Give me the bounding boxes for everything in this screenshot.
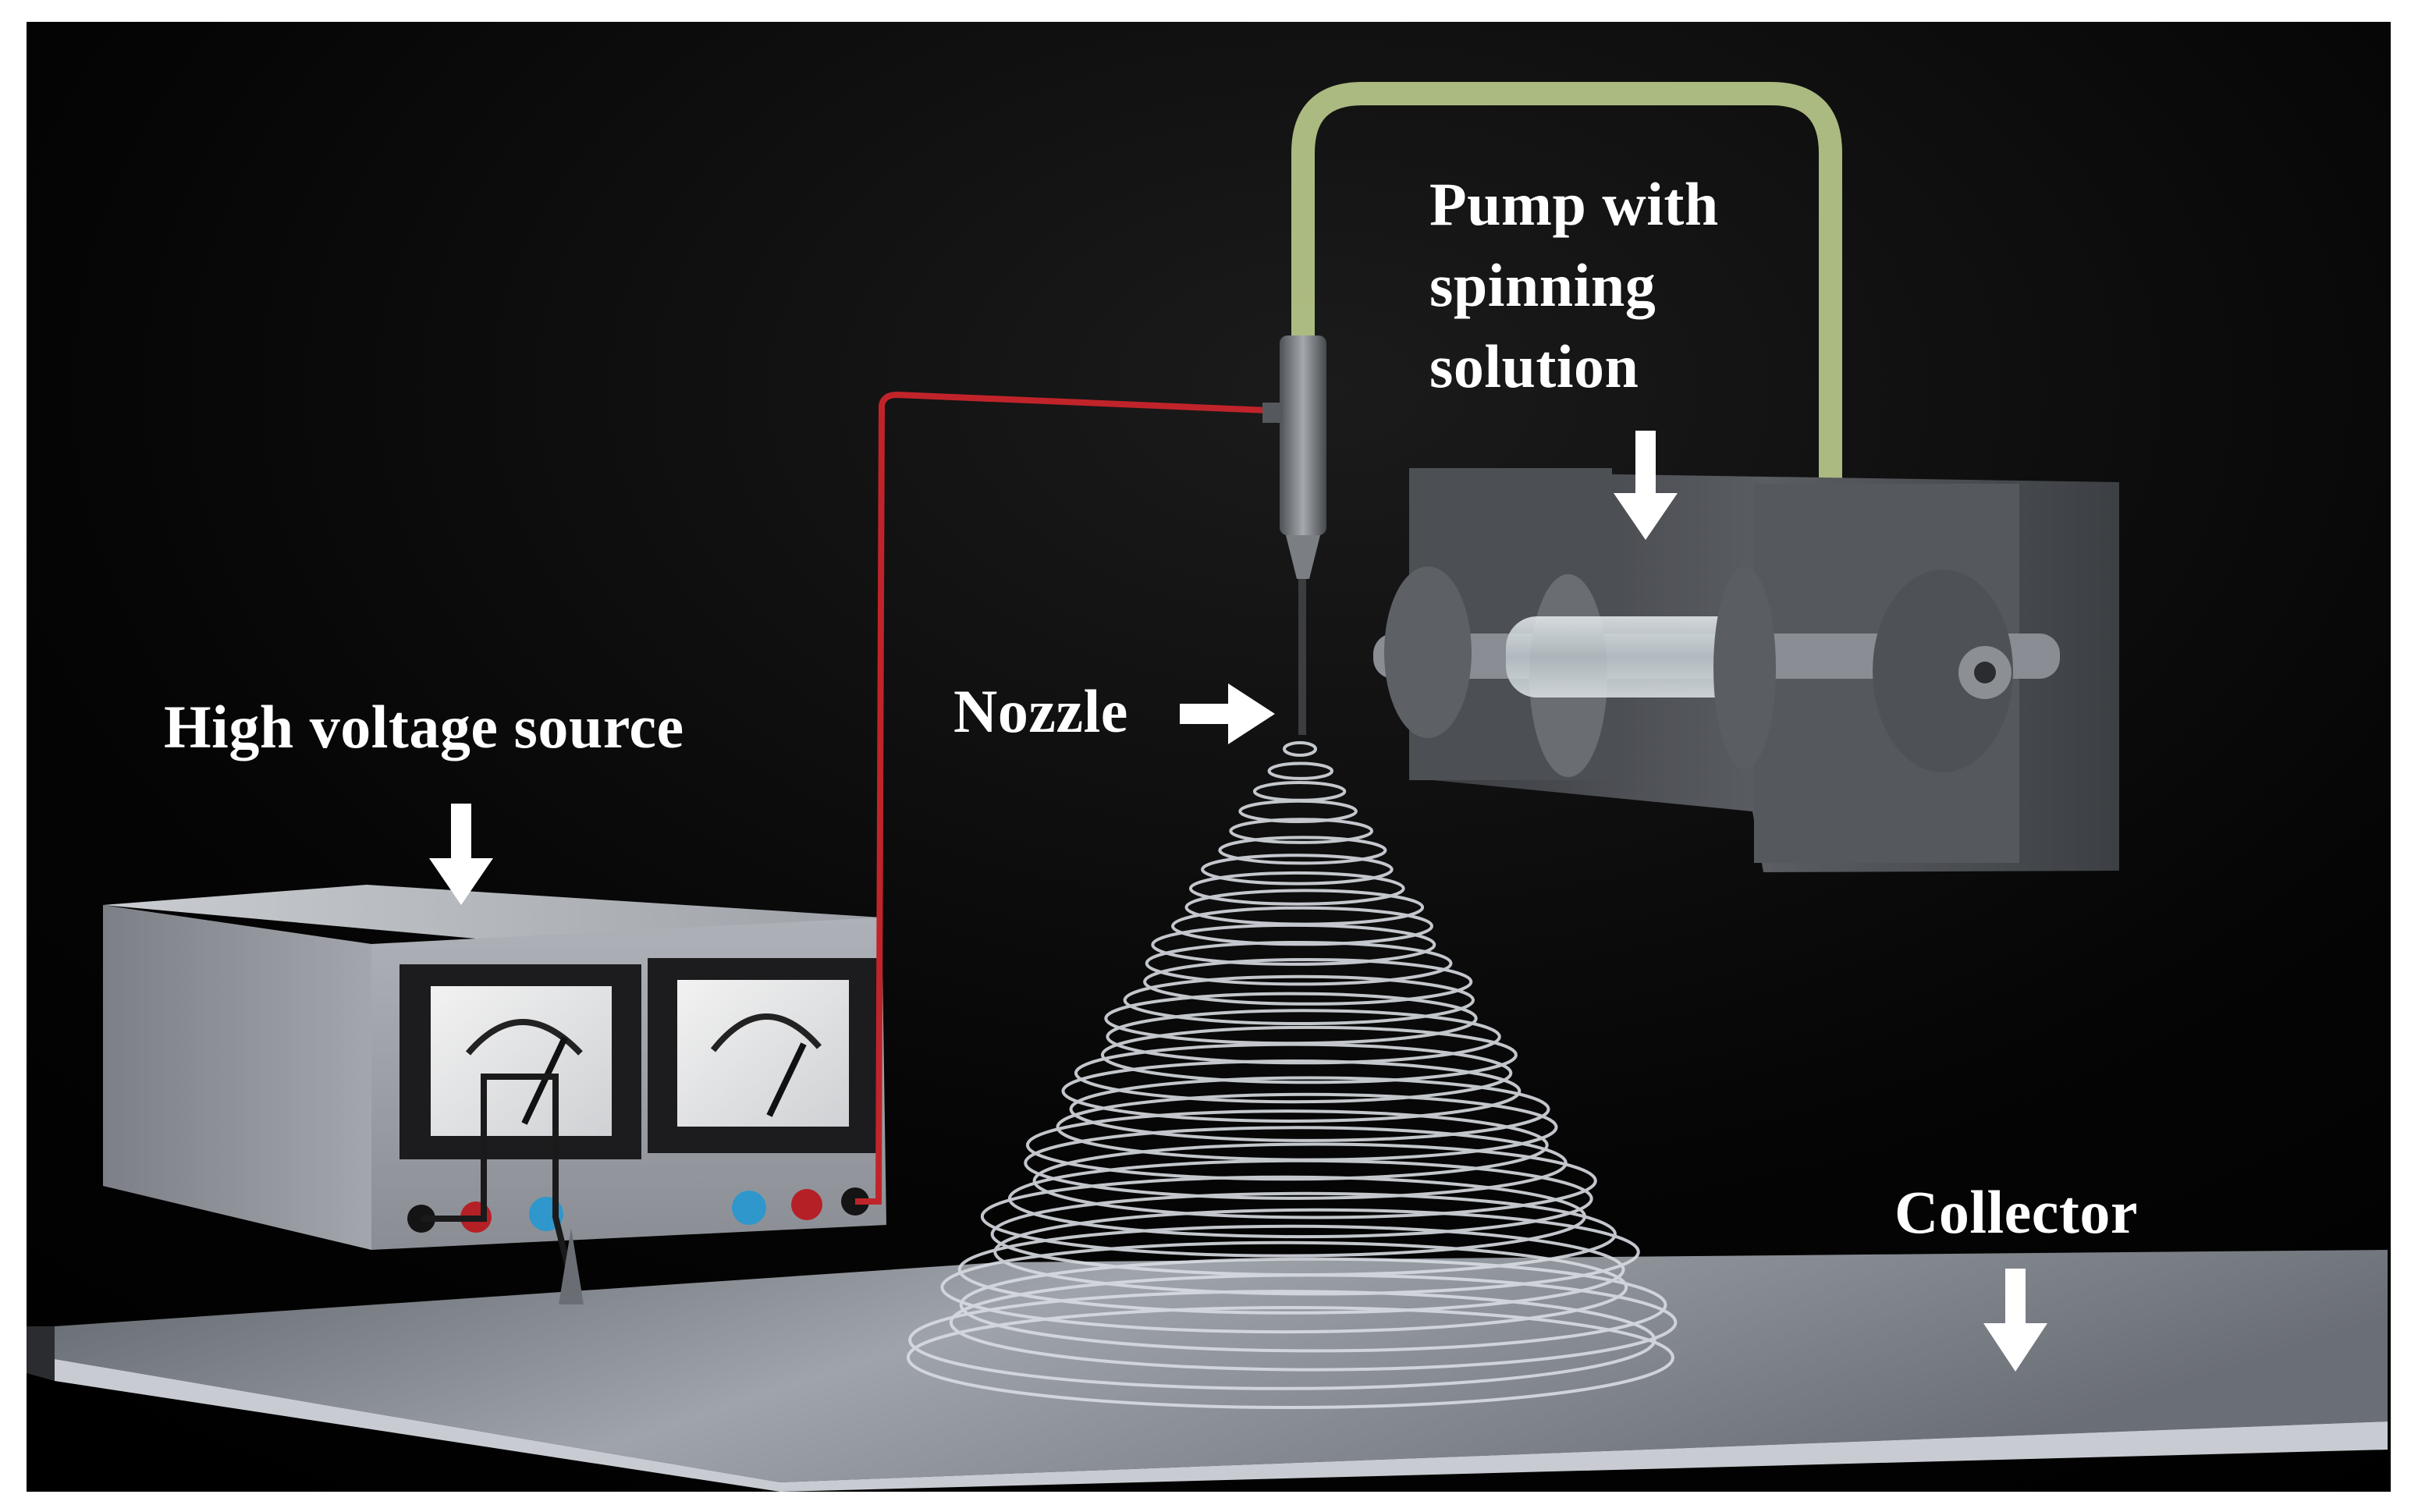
fiber-loop xyxy=(908,1290,1656,1390)
meter-dial-icon xyxy=(710,1013,822,1052)
arrow-down-icon xyxy=(1983,1269,2047,1372)
fiber-loop xyxy=(1100,1025,1518,1084)
pump-clamp xyxy=(1713,566,1776,769)
arrow-down-icon xyxy=(429,804,493,905)
fiber-loop xyxy=(1069,1076,1550,1142)
arrow-right-icon xyxy=(1180,683,1275,744)
meter-right-needle xyxy=(766,1042,807,1117)
fiber-loop xyxy=(1123,974,1475,1026)
label-high-voltage-source: High voltage source xyxy=(164,693,684,761)
fiber-loop xyxy=(1151,923,1436,966)
fiber-loop xyxy=(940,1240,1628,1334)
meter-left-needle xyxy=(521,1036,568,1125)
label-collector: Collector xyxy=(1894,1178,2139,1246)
fiber-loop xyxy=(1061,1059,1522,1123)
pump-knob-right xyxy=(1873,570,2013,772)
fiber-loop xyxy=(906,1306,1674,1409)
hv-box-side xyxy=(103,905,371,1250)
meter-left-face xyxy=(431,986,612,1136)
fiber-loop xyxy=(1201,854,1394,886)
fiber-loop xyxy=(1143,958,1473,1006)
label-pump-line1: Pump with xyxy=(1429,170,1719,238)
nozzle-assembly xyxy=(1262,335,1326,735)
hv-wire xyxy=(855,391,1269,1205)
ground-wire xyxy=(421,1074,574,1280)
fiber-loop xyxy=(1171,906,1433,946)
syringe-barrel xyxy=(1506,616,1763,697)
high-voltage-source xyxy=(103,885,886,1304)
fiber-loop xyxy=(949,1273,1678,1372)
nozzle-needle xyxy=(1298,579,1306,735)
fiber-loop xyxy=(957,1224,1625,1315)
label-pump-line3: solution xyxy=(1429,332,1639,400)
arrow-down-icon xyxy=(1614,431,1678,540)
fiber-loop xyxy=(959,1257,1667,1353)
terminal-knob-icon xyxy=(732,1191,766,1225)
pump-screw-hole xyxy=(1974,662,1996,683)
pump-knob-left xyxy=(1384,566,1472,738)
ground-spike xyxy=(559,1228,584,1304)
fiber-loop xyxy=(1032,1142,1597,1219)
terminal-knob-icon xyxy=(791,1189,822,1220)
label-nozzle: Nozzle xyxy=(953,677,1128,745)
fiber-loop xyxy=(993,1208,1640,1296)
collector-plate xyxy=(27,1250,2388,1492)
fiber-loop xyxy=(1229,818,1374,844)
label-pump-line2: spinning xyxy=(1429,251,1656,319)
fiber-loop xyxy=(1145,941,1453,986)
wire-connector xyxy=(1262,403,1283,423)
fiber-loop xyxy=(1025,1109,1549,1181)
syringe-pump xyxy=(1373,468,2119,872)
fiber-loop xyxy=(1267,761,1334,780)
fiber-spiral xyxy=(906,741,1678,1409)
fiber-loop xyxy=(1218,836,1387,865)
fiber-loop xyxy=(1283,741,1317,757)
fiber-loop xyxy=(1188,871,1405,906)
label-pump: Pump with spinning solution xyxy=(1429,164,1719,407)
fiber-loop xyxy=(1106,1009,1501,1065)
nozzle-tip xyxy=(1286,535,1320,579)
nozzle-holder xyxy=(1280,335,1326,535)
fiber-loop xyxy=(1238,799,1358,824)
fiber-loop xyxy=(1074,1042,1513,1104)
meter-right-face xyxy=(677,980,849,1127)
